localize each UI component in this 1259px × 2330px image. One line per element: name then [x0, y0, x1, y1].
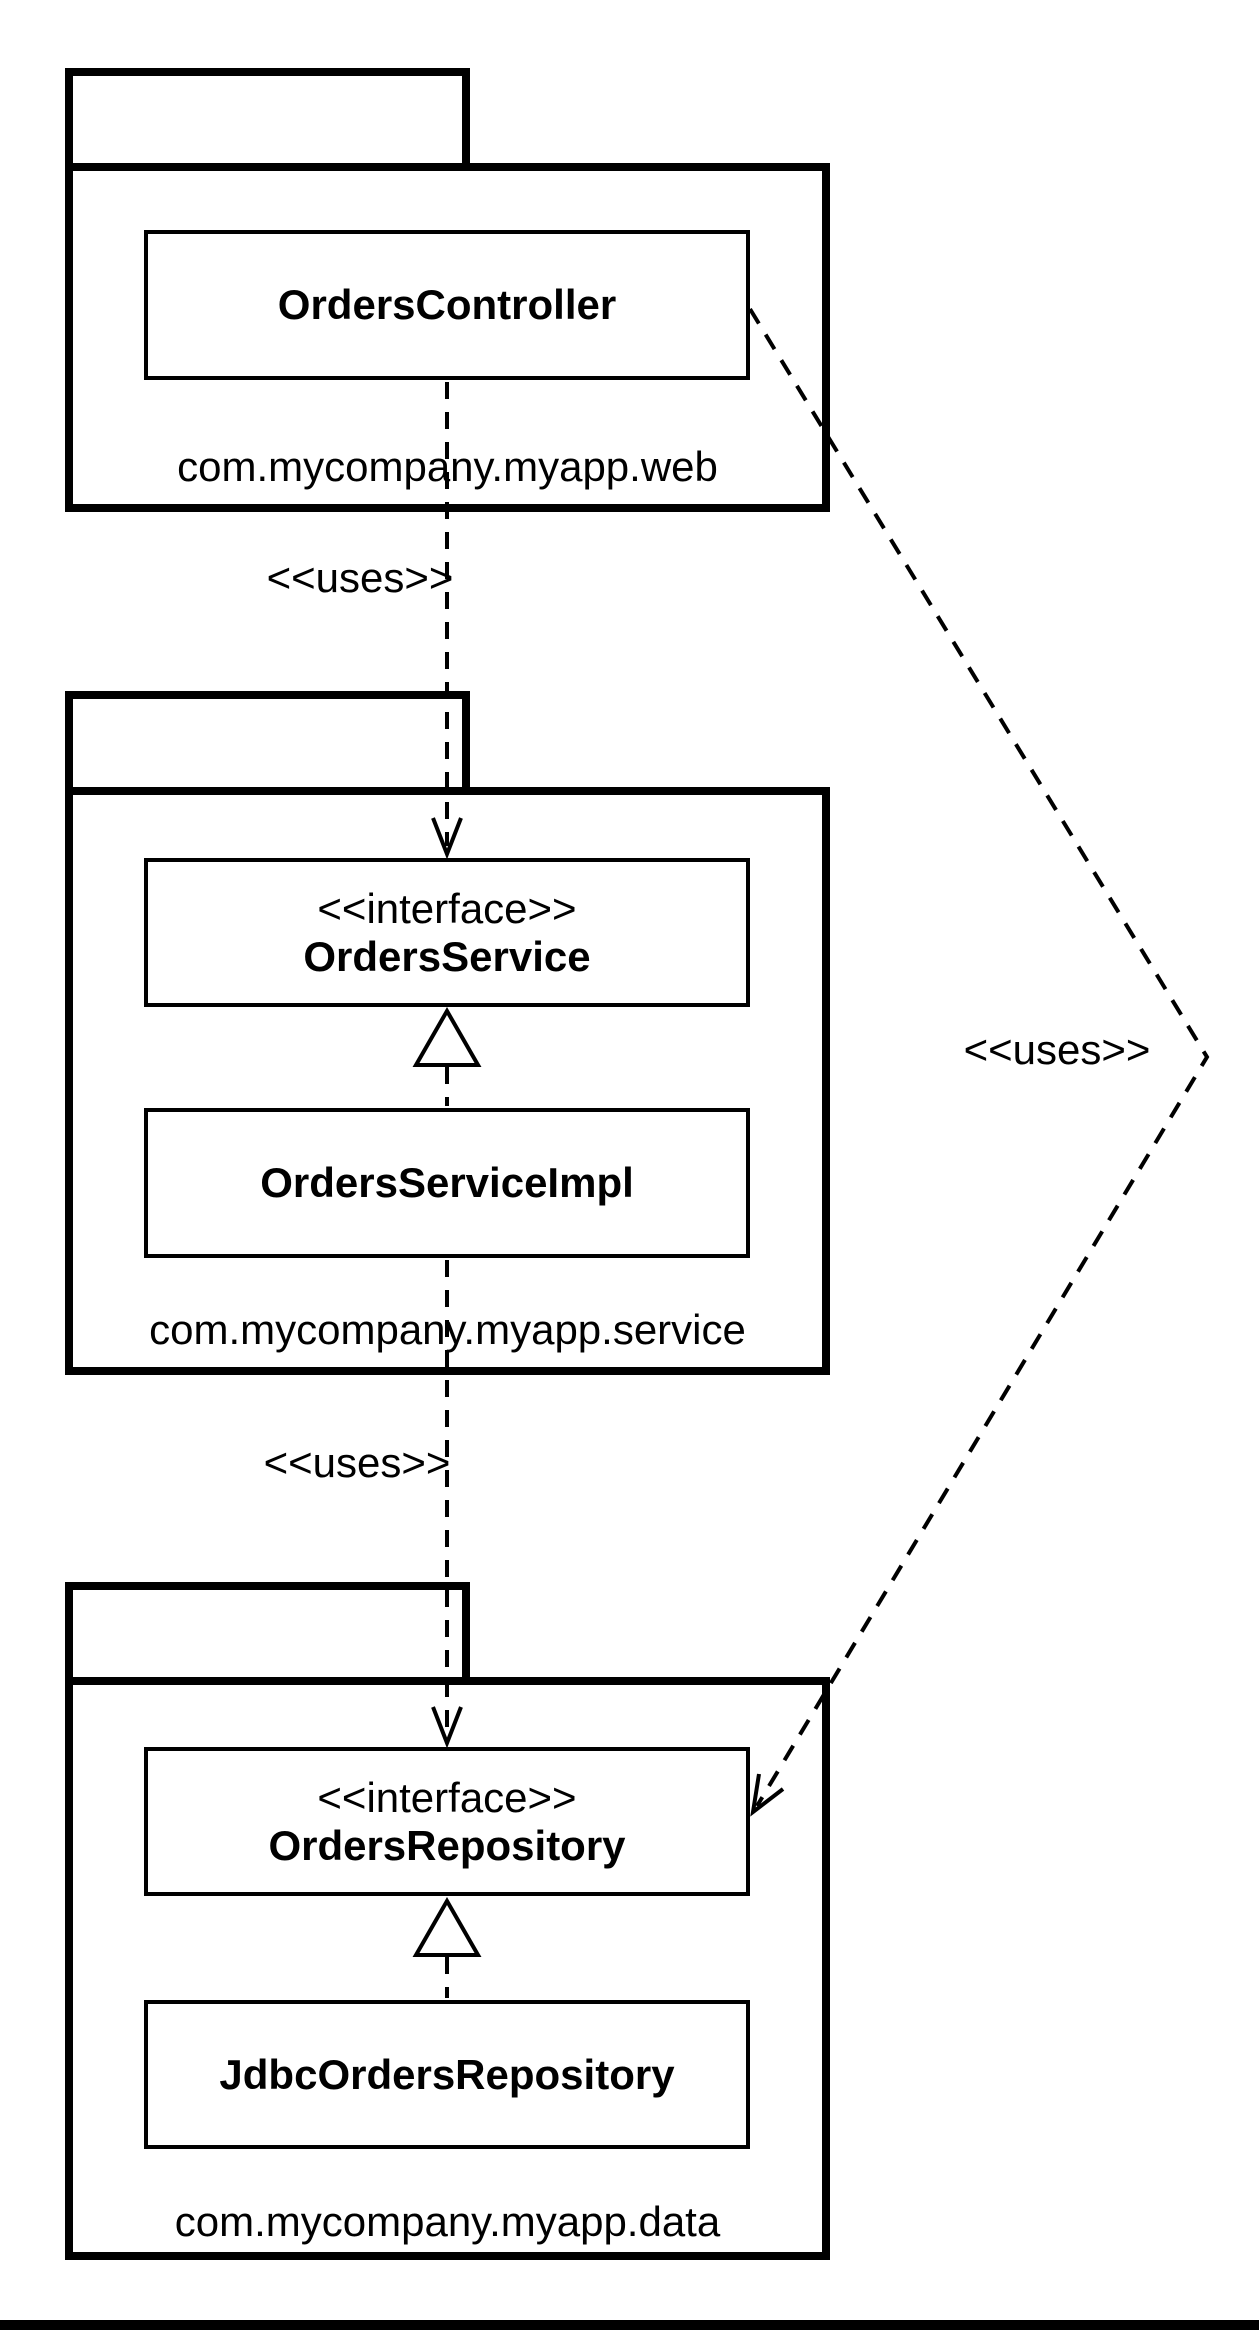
- class-box-ordersservice: <<interface>> OrdersService: [144, 858, 750, 1007]
- class-box-ordersrepository: <<interface>> OrdersRepository: [144, 1747, 750, 1896]
- stereotype-ordersrepository: <<interface>>: [317, 1773, 577, 1821]
- uses-label-controller-service: <<uses>>: [266, 554, 454, 601]
- package-web-tab: [65, 68, 470, 163]
- class-box-ordersserviceimpl: OrdersServiceImpl: [144, 1108, 750, 1258]
- class-box-orderscontroller: OrdersController: [144, 230, 750, 380]
- class-name-ordersservice: OrdersService: [303, 932, 591, 980]
- package-service-tab: [65, 691, 470, 787]
- class-box-jdbcordersrepository: JdbcOrdersRepository: [144, 2000, 750, 2149]
- uses-label-serviceimpl-repository: <<uses>>: [263, 1439, 451, 1486]
- class-name-ordersserviceimpl: OrdersServiceImpl: [260, 1159, 634, 1206]
- class-name-jdbcordersrepository: JdbcOrdersRepository: [219, 2050, 675, 2098]
- package-label-service: com.mycompany.myapp.service: [149, 1306, 746, 1353]
- package-data-tab: [65, 1582, 470, 1677]
- bottom-edge-bar: [0, 2320, 1259, 2330]
- class-name-orderscontroller: OrdersController: [277, 281, 617, 328]
- stereotype-ordersservice: <<interface>>: [317, 884, 577, 932]
- uses-label-controller-repository: <<uses>>: [963, 1026, 1151, 1073]
- package-label-web: com.mycompany.myapp.web: [177, 443, 718, 490]
- class-name-ordersrepository: OrdersRepository: [268, 1821, 626, 1869]
- package-label-data: com.mycompany.myapp.data: [174, 2198, 721, 2245]
